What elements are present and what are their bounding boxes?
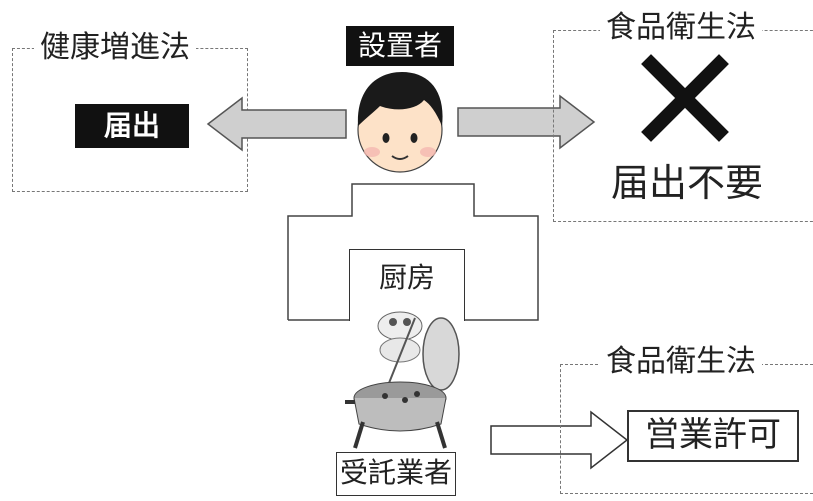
installer-label: 設置者 (346, 26, 454, 66)
health-law-title: 健康増進法 (34, 30, 196, 66)
business-permit-label: 営業許可 (627, 410, 799, 462)
no-notification-text: 届出不要 (611, 161, 764, 205)
cross-icon (641, 54, 729, 142)
bottom-right-arrow (490, 410, 629, 470)
right-arrow (457, 94, 596, 150)
kitchen-label: 厨房 (349, 249, 465, 321)
cooking-kettle-icon (345, 311, 460, 449)
contractor-label: 受託業者 (336, 452, 456, 496)
left-arrow (206, 96, 347, 152)
food-law-top-title: 食品衛生法 (600, 10, 762, 46)
installer-face-icon (357, 72, 443, 173)
notification-label: 届出 (75, 104, 189, 148)
food-law-bottom-title: 食品衛生法 (600, 344, 762, 380)
